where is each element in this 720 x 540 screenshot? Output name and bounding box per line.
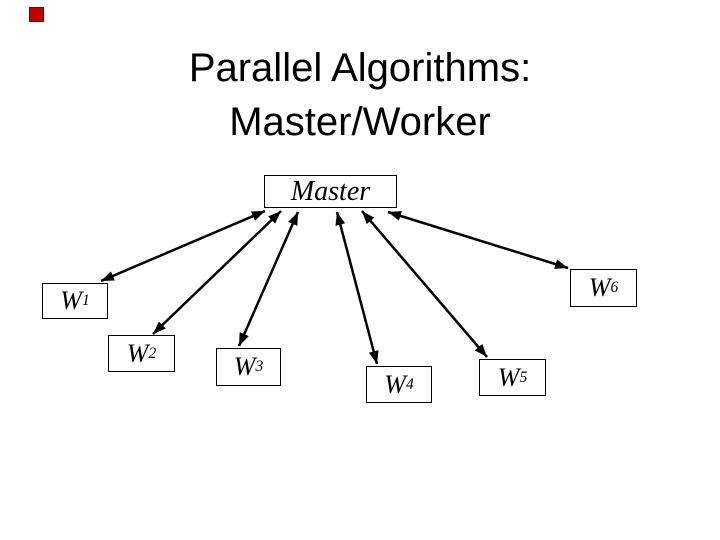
arrow-master-w1 [100,209,266,283]
node-w2-label: W [126,338,149,368]
node-w6-label: W [588,273,611,302]
arrow-master-w5 [361,210,488,358]
node-w4-label: W [384,369,406,399]
node-w3-label: W [233,352,256,381]
arrow-master-w3 [237,211,300,347]
arrow-master-w2 [152,210,282,335]
slide-title-line2: Master/Worker [229,100,491,144]
red-square-marker [29,7,44,22]
node-master-label: Master [290,175,371,207]
slide-title: Parallel Algorithms: Master/Worker [0,41,720,149]
arrow-master-w6 [387,210,569,270]
node-w5-label: W [497,362,520,392]
arrow-master-w4 [335,211,379,365]
node-w1-label: W [60,286,82,315]
slide-title-line1: Parallel Algorithms: [188,46,532,90]
node-master: Master [264,175,397,208]
